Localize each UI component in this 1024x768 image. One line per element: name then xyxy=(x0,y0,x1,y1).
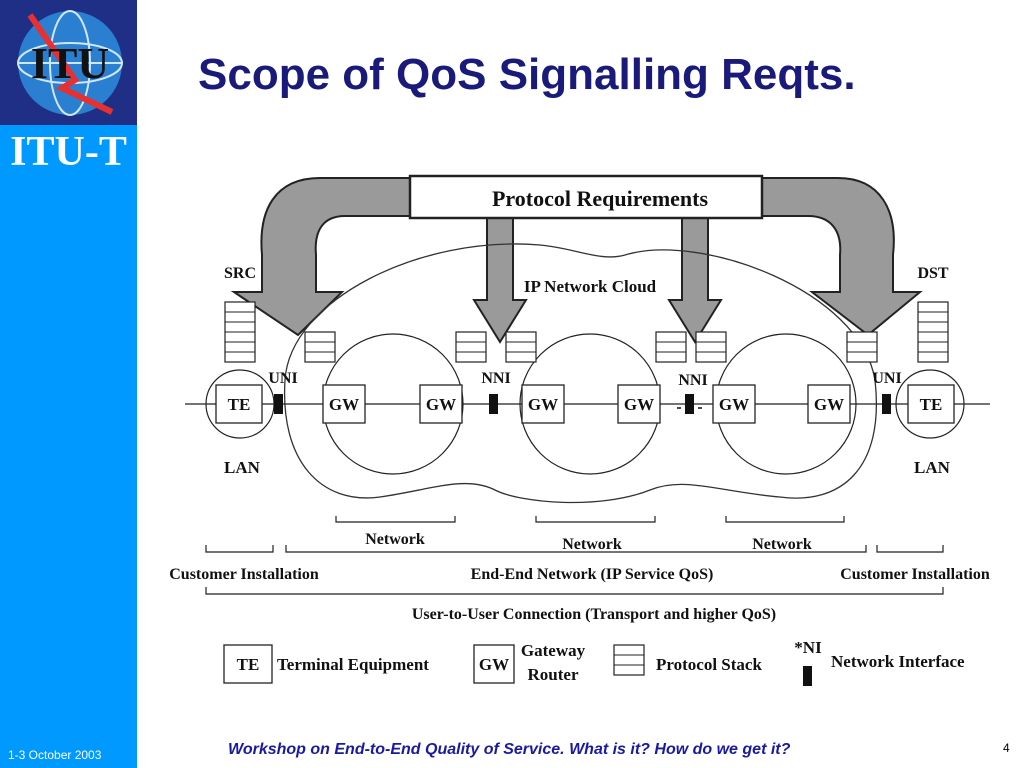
gw-box xyxy=(617,384,661,424)
legend-te-box xyxy=(223,644,273,684)
network-label-1: Network xyxy=(365,531,425,548)
protocol-stack-src xyxy=(224,301,256,363)
gw-label: GW xyxy=(814,395,844,414)
protocol-requirements-label: Protocol Requirements xyxy=(492,186,709,211)
gw-box xyxy=(419,384,463,424)
protocol-stack xyxy=(304,331,336,363)
legend-ni-icon xyxy=(803,666,812,686)
user-to-user-label: User-to-User Connection (Transport and h… xyxy=(412,606,776,623)
lan-label-left: LAN xyxy=(224,458,261,477)
ip-cloud-label: IP Network Cloud xyxy=(524,277,657,296)
brace-user-to-user xyxy=(205,587,944,595)
network-interface-uni-left xyxy=(274,394,283,414)
legend-gw-box xyxy=(473,644,515,684)
protocol-stack xyxy=(655,331,687,363)
gw-box xyxy=(521,384,565,424)
te-label-left: TE xyxy=(228,395,251,414)
protocol-stack xyxy=(505,331,537,363)
page-number: 4 xyxy=(1003,741,1010,755)
page-title: Scope of QoS Signalling Reqts. xyxy=(198,50,856,99)
footer-text: Workshop on End-to-End Quality of Servic… xyxy=(228,741,791,758)
itu-logo: ITU xyxy=(0,0,137,125)
nni-label-1: NNI xyxy=(481,370,510,387)
gw-box xyxy=(712,384,756,424)
lan-circle-right xyxy=(895,369,965,439)
network-interface-nni-1 xyxy=(489,394,498,414)
src-label: SRC xyxy=(224,265,256,282)
gw-box xyxy=(322,384,366,424)
protocol-requirements-box xyxy=(408,174,764,220)
gw-label: GW xyxy=(624,395,654,414)
gw-label: GW xyxy=(426,395,456,414)
legend-ni: *NI xyxy=(794,638,822,657)
legend-gw: GW xyxy=(479,655,509,674)
te-label-right: TE xyxy=(920,395,943,414)
customer-installation-right: Customer Installation xyxy=(840,566,990,583)
brace-network-3 xyxy=(725,516,845,523)
brand-label: ITU-T xyxy=(10,129,127,175)
legend-ni-label: Network Interface xyxy=(831,652,965,671)
middle-arrow-right xyxy=(667,216,723,344)
legend-te: TE xyxy=(237,655,260,674)
brace-network-2 xyxy=(535,516,656,523)
protocol-stack xyxy=(455,331,487,363)
uni-label-left: UNI xyxy=(268,370,297,387)
logo-text: ITU xyxy=(31,39,109,88)
network-interface-nni-2 xyxy=(685,394,694,414)
protocol-stack-dst xyxy=(917,301,949,363)
legend-protocol-stack-icon xyxy=(613,644,645,676)
protocol-stack xyxy=(695,331,727,363)
gw-box xyxy=(807,384,851,424)
dst-label: DST xyxy=(917,265,948,282)
legend-te-label: Terminal Equipment xyxy=(277,655,429,674)
legend-gw-label-2: Router xyxy=(528,665,579,684)
gw-label: GW xyxy=(329,395,359,414)
customer-installation-left: Customer Installation xyxy=(169,566,319,583)
brace-customer-left xyxy=(205,545,274,553)
gw-label: GW xyxy=(528,395,558,414)
brace-end-end xyxy=(285,545,867,553)
globe-icon: ITU xyxy=(17,10,123,116)
date-label: 1-3 October 2003 xyxy=(8,748,102,762)
network-label-2: Network xyxy=(562,536,622,553)
ip-network-cloud xyxy=(283,243,877,504)
left-curved-arrow xyxy=(230,177,413,337)
legend-stack-label: Protocol Stack xyxy=(656,655,762,674)
te-box-left xyxy=(215,384,263,424)
legend-gw-label-1: Gateway xyxy=(521,641,586,660)
network-interface-uni-right xyxy=(882,394,891,414)
end-end-network-label: End-End Network (IP Service QoS) xyxy=(471,566,714,583)
sidebar xyxy=(0,0,137,768)
protocol-stack xyxy=(846,331,878,363)
middle-arrow-left xyxy=(472,216,528,344)
brace-network-1 xyxy=(335,516,456,523)
legend: TE Terminal Equipment GW Gateway Router … xyxy=(223,638,965,686)
right-curved-arrow xyxy=(759,177,923,337)
brace-customer-right xyxy=(876,545,944,553)
uni-label-right: UNI xyxy=(872,370,901,387)
nni-label-2: NNI xyxy=(678,372,707,389)
gw-label: GW xyxy=(719,395,749,414)
lan-label-right: LAN xyxy=(914,458,951,477)
network-label-3: Network xyxy=(752,536,812,553)
te-box-right xyxy=(907,384,955,424)
